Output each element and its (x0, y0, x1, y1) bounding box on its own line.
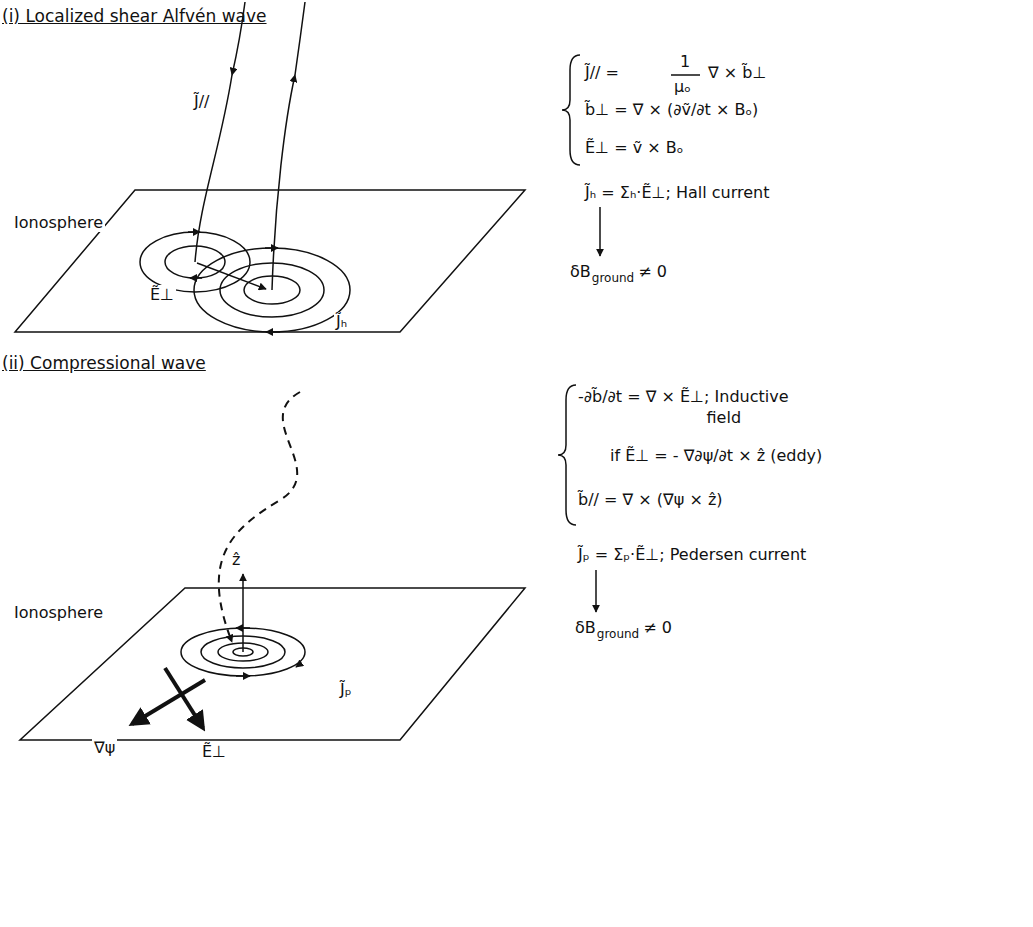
equation: J̃ₚ = Σₚ·Ẽ⊥; Pedersen current (578, 545, 806, 564)
loop-arrow (190, 277, 202, 279)
field-aligned-current (272, 75, 295, 290)
field-label: Ẽ⊥ (148, 285, 176, 304)
equation: Ẽ⊥ = ṽ × Bₒ (585, 138, 683, 157)
equation: if Ẽ⊥ = - ∇∂ψ/∂t × ẑ (eddy) (610, 446, 822, 465)
ionosphere-plane (15, 190, 525, 332)
gradient-label: ∇ψ (92, 738, 117, 757)
equation: ∇ × b̃⊥ (708, 63, 766, 82)
plane-label: Ionosphere (12, 213, 105, 232)
loop-arrow (265, 247, 278, 249)
field-aligned-current (295, 2, 305, 75)
equation: 1 (680, 52, 690, 71)
electric-field-arrow (165, 668, 203, 728)
axis-label: ẑ (230, 550, 242, 569)
z-axis (242, 574, 244, 652)
brace (558, 385, 576, 525)
equation: J̃ₕ = Σₕ·Ẽ⊥; Hall current (585, 183, 769, 202)
loop-arrow (296, 664, 300, 667)
result-arrow (595, 570, 597, 612)
equation: ≠ 0 (638, 262, 667, 281)
equation: ≠ 0 (643, 618, 672, 637)
electric-field-arrow (197, 263, 266, 289)
plane-label: Ionosphere (12, 603, 105, 622)
loop-arrow (266, 331, 280, 333)
result-arrow (599, 207, 601, 256)
section-heading: (ii) Compressional wave (2, 353, 206, 373)
equation: b̃⊥ = ∇ × (∂ṽ/∂t × Bₒ) (585, 100, 758, 119)
equation: δB (575, 618, 596, 637)
subscript: ground (592, 271, 634, 285)
equation: J̃// = (585, 63, 619, 82)
fraction-bar (671, 74, 700, 76)
equation: field (707, 408, 742, 427)
loop-arrow (236, 627, 250, 629)
subscript: ground (597, 627, 639, 641)
current-label: J̃ₚ (338, 680, 354, 699)
compressional-wave-path (219, 392, 300, 642)
equation: -∂b̃/∂t = ∇ × Ẽ⊥; Inductive (578, 387, 789, 406)
brace (562, 55, 580, 165)
section-heading: (i) Localized shear Alfvén wave (2, 6, 267, 26)
current-label: J̃// (192, 92, 212, 111)
field-label: Ẽ⊥ (200, 742, 228, 761)
equation: b̃// = ∇ × (∇ψ × ẑ) (578, 490, 723, 509)
equation: δB (570, 262, 591, 281)
loop-arrow (236, 675, 250, 677)
loop-arrow (188, 231, 200, 233)
equation: μₒ (674, 77, 691, 96)
current-label: J̃ₕ (334, 312, 349, 331)
